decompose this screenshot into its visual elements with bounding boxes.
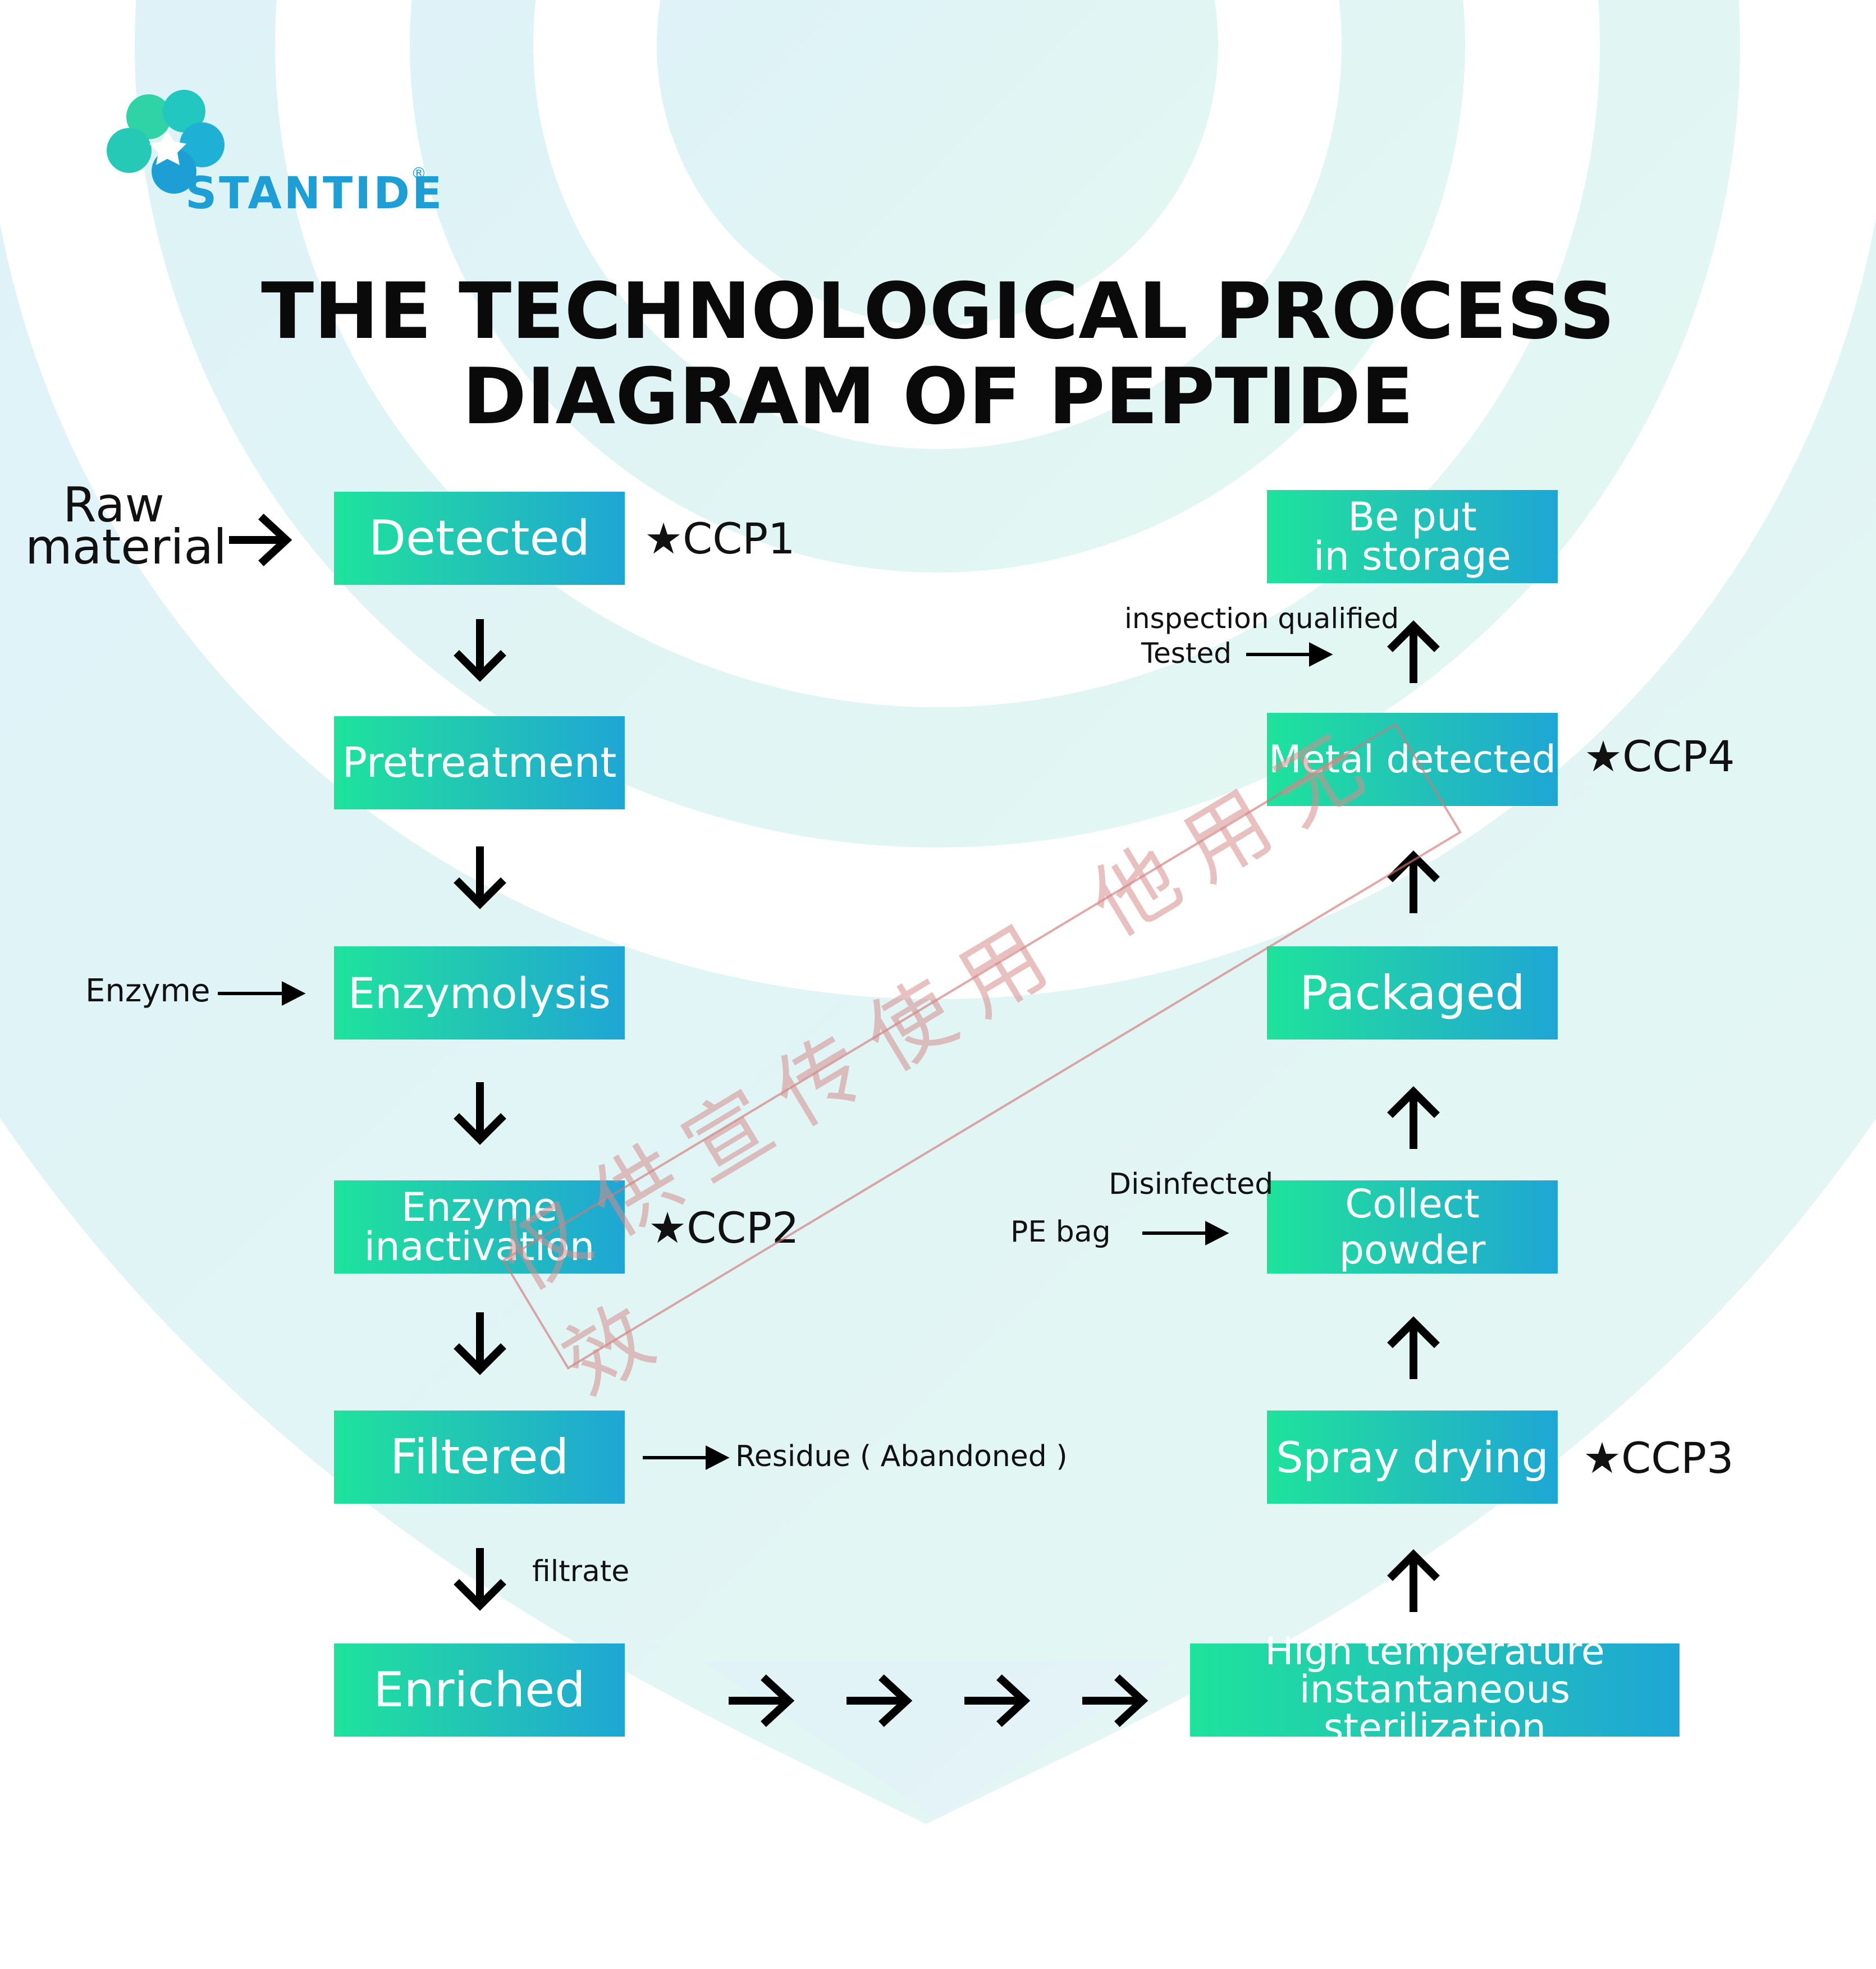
step-inactivation-line1: Enzyme [401,1184,558,1230]
step-filtered-label: Filtered [390,1429,569,1485]
tested-label: Tested [1141,637,1232,670]
step-detected-label: Detected [368,510,591,566]
arrow-up-3 [1387,1086,1440,1149]
ccp1-label: ★CCP1 [644,514,795,564]
enzyme-label: Enzyme [85,973,211,1009]
raw-material-label-line1: Raw [63,477,164,533]
step-collect-powder: Collect powder [1267,1180,1558,1274]
step-pretreatment-label: Pretreatment [342,739,617,787]
step-collect-powder-label: Collect powder [1339,1181,1486,1273]
step-packaged-label: Packaged [1300,965,1525,1020]
arrow-down-1 [454,619,506,682]
arrow-up-1 [1387,1549,1440,1612]
brand-logo-icon [107,90,225,194]
step-enzymolysis: Enzymolysis [334,946,625,1040]
step-enriched: Enriched [334,1643,625,1737]
arrow-up-2 [1387,1316,1440,1379]
step-sterilization-line2: instantaneous sterilization [1299,1668,1571,1750]
arrow-residue [643,1445,730,1470]
brand-name: STANTIDE [185,168,445,219]
step-filtered: Filtered [334,1411,625,1504]
ccp4-label: ★CCP4 [1584,731,1735,781]
arrow-tested [1246,642,1333,667]
step-sterilization-line1: High temperature [1265,1629,1605,1674]
arrow-raw-to-detected [229,514,292,566]
disinfected-label: Disinfected [1109,1167,1274,1201]
arrow-pe-bag [1142,1221,1229,1245]
arrow-right-chain-1 [729,1674,795,1727]
step-pretreatment: Pretreatment [334,716,625,809]
arrow-down-5 [454,1548,506,1611]
raw-material-label-line2: material [25,519,227,575]
step-storage-line1: Be put [1348,494,1477,540]
ccp3-label: ★CCP3 [1583,1433,1734,1483]
step-storage: Be put in storage [1267,490,1558,583]
title-line-2: DIAGRAM OF PEPTIDE [462,351,1414,442]
arrow-down-4 [454,1312,506,1375]
step-enzymolysis-label: Enzymolysis [348,968,611,1018]
step-spray-drying: Spray drying [1267,1411,1558,1504]
inspection-qualified-label: inspection qualified [1124,602,1399,635]
step-spray-drying-label: Spray drying [1276,1432,1549,1482]
arrow-up-5 [1387,620,1440,683]
step-enriched-label: Enriched [373,1662,585,1718]
arrow-down-3 [454,1082,506,1145]
registered-mark: ® [411,164,427,182]
arrow-down-2 [454,846,506,909]
arrow-enzyme [218,981,306,1006]
step-metal-detected-label: Metal detected [1269,737,1556,782]
step-detected: Detected [334,492,625,585]
filtrate-label: filtrate [532,1555,630,1588]
arrow-up-4 [1387,850,1440,913]
step-metal-detected: Metal detected [1267,713,1558,806]
step-packaged: Packaged [1267,946,1558,1040]
residue-label: Residue ( Abandoned ) [735,1440,1068,1473]
arrow-right-chain-2 [847,1674,913,1727]
arrow-right-chain-3 [964,1674,1031,1727]
arrow-right-chain-4 [1082,1674,1149,1727]
step-inactivation-line2: inactivation [364,1224,595,1270]
step-enzyme-inactivation: Enzyme inactivation [334,1180,625,1274]
pe-bag-label: PE bag [1010,1215,1111,1249]
ccp2-label: ★CCP2 [648,1203,799,1253]
step-storage-line2: in storage [1314,533,1511,579]
title-line-1: THE TECHNOLOGICAL PROCESS [261,266,1615,356]
step-sterilization: High temperature instantaneous steriliza… [1190,1633,1680,1747]
